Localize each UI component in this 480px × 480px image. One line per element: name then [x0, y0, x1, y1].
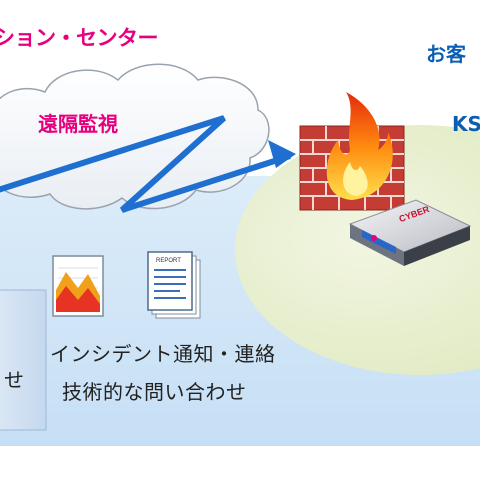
chart-document-icon: [52, 255, 104, 317]
remote-monitoring-arrow: [0, 115, 296, 213]
service-item-incident: インシデント通知・連絡: [50, 342, 276, 366]
ks-label: KS: [452, 112, 480, 136]
customer-title: お客: [426, 42, 466, 66]
security-appliance-icon: CYBER: [348, 199, 472, 266]
firewall-icon: [299, 92, 405, 211]
report-doc-label: REPORT: [156, 258, 181, 264]
remote-monitoring-label: 遠隔監視: [38, 112, 118, 136]
left-panel: [0, 289, 47, 431]
operation-center-title: ション・センター: [0, 26, 159, 50]
left-panel-text: せ: [4, 368, 24, 392]
report-document-icon: REPORT: [147, 251, 201, 319]
customer-zone: [235, 125, 480, 375]
internet-cloud: [0, 63, 270, 210]
service-item-inquiry: 技術的な問い合わせ: [62, 380, 247, 404]
